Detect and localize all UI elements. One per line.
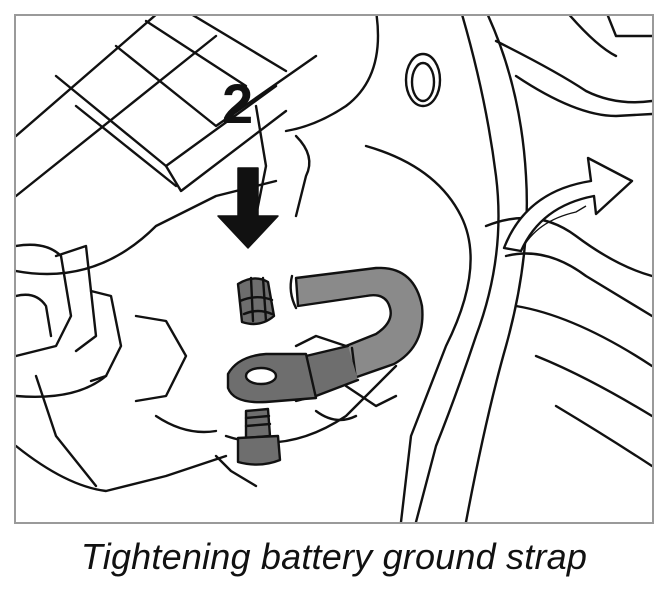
- battery-housing: [16, 16, 318, 276]
- step-number-label: 2: [222, 72, 254, 135]
- figure-caption: Tightening battery ground strap: [80, 536, 588, 577]
- battery-illustration: [16, 16, 652, 522]
- battery-clamp: [16, 243, 228, 493]
- ring-terminal: [226, 352, 318, 404]
- vehicle-body-panel: [284, 16, 652, 522]
- terminal-nut: [236, 276, 276, 326]
- illustration-frame: [14, 14, 654, 524]
- terminal-bolt: [236, 407, 282, 466]
- curved-right-arrow-icon: [502, 156, 634, 253]
- down-arrow-icon: [217, 167, 279, 249]
